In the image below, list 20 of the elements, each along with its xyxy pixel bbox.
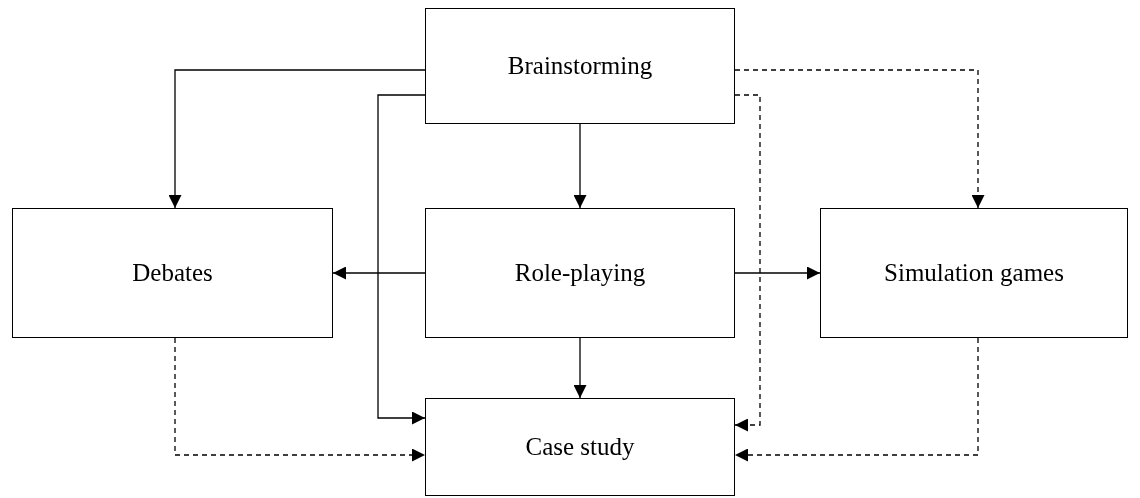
arrow xyxy=(734,266,821,280)
box-label: Debates xyxy=(132,258,213,289)
process-box xyxy=(425,398,735,496)
arrow xyxy=(377,94,426,425)
arrow xyxy=(734,94,761,432)
box-label: Role-playing xyxy=(514,258,646,289)
arrow xyxy=(734,337,979,462)
arrow xyxy=(573,123,587,209)
arrow xyxy=(734,69,985,209)
arrow xyxy=(174,337,426,462)
box-label: Simulation games xyxy=(884,258,1064,289)
box-label: Brainstorming xyxy=(507,51,653,82)
arrow xyxy=(168,69,426,209)
process-box xyxy=(425,208,735,338)
process-box xyxy=(820,208,1128,338)
process-box xyxy=(12,208,333,338)
box-label: Case study xyxy=(525,432,635,463)
process-box xyxy=(425,8,735,124)
arrow xyxy=(332,266,426,280)
arrow xyxy=(573,337,587,399)
